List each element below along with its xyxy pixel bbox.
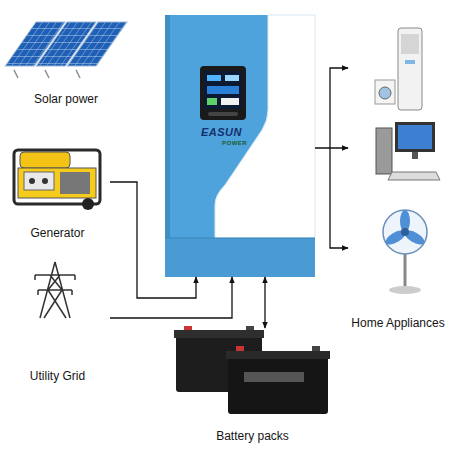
solar-panel (67, 22, 127, 66)
appliance-icons (375, 28, 440, 294)
inverter-body (165, 15, 315, 277)
power-connector (315, 147, 348, 148)
power-connector (110, 277, 232, 318)
battery-plate (244, 372, 304, 382)
monitor-screen (398, 125, 432, 149)
power-connector (110, 182, 196, 298)
band-line (165, 238, 315, 239)
load-node: Home Appliances (348, 22, 448, 332)
outlet (42, 178, 48, 184)
fan-base (389, 286, 421, 294)
branch-line (330, 148, 348, 248)
monitor (395, 122, 435, 152)
pc-tower (376, 128, 392, 174)
lcd-segment (225, 75, 239, 81)
generator-frame (14, 150, 100, 204)
keyboard (388, 172, 440, 180)
solar-panels (5, 22, 127, 66)
fan-stand (404, 250, 407, 288)
brand-subtitle: POWER (222, 140, 247, 147)
control-panel (24, 172, 54, 190)
lcd-segment (207, 86, 239, 94)
outlet (29, 178, 35, 184)
battery-lid (226, 351, 330, 359)
panel-stand (14, 70, 80, 78)
connectors (110, 148, 348, 328)
source-node: Generator (5, 142, 110, 242)
inverter-housing (165, 15, 315, 277)
washer-door (379, 87, 391, 99)
battery-icons (174, 326, 330, 414)
washing-machine (375, 80, 395, 104)
lcd-segment (207, 75, 221, 81)
lcd-segment (207, 98, 217, 105)
branch-line (330, 68, 348, 148)
inverter-bottom-band (165, 238, 315, 277)
lcd-buttons (208, 112, 238, 116)
source-node: Solar power (3, 12, 129, 108)
battery-lid (174, 330, 264, 338)
node-label: Solar power (34, 92, 98, 106)
node-label: Utility Grid (30, 369, 85, 383)
node-label: Generator (30, 226, 84, 240)
ac-grill (401, 34, 419, 54)
air-conditioner (398, 28, 422, 110)
inverter-node: EASUNPOWER (165, 15, 315, 277)
node-label: Battery packs (216, 429, 289, 443)
source-node: Utility Grid (5, 258, 110, 385)
lcd-segment (221, 98, 239, 105)
lcd-frame (200, 66, 246, 120)
storage-node: Battery packs (170, 328, 335, 445)
power-connector (264, 277, 265, 328)
generator-body (18, 168, 96, 198)
monitor-stand (412, 152, 418, 159)
pylon-icon (35, 262, 75, 318)
wheel (82, 198, 94, 210)
battery (228, 356, 328, 414)
fan-hub (401, 228, 409, 236)
generator-icon (14, 150, 100, 210)
node-label: Home Appliances (351, 316, 444, 330)
ac-display (405, 60, 415, 64)
fan-guard (383, 210, 427, 254)
lcd-screen (204, 71, 242, 109)
brand-logo: EASUN (201, 126, 242, 139)
engine (60, 172, 90, 194)
fuel-tank (20, 152, 70, 168)
